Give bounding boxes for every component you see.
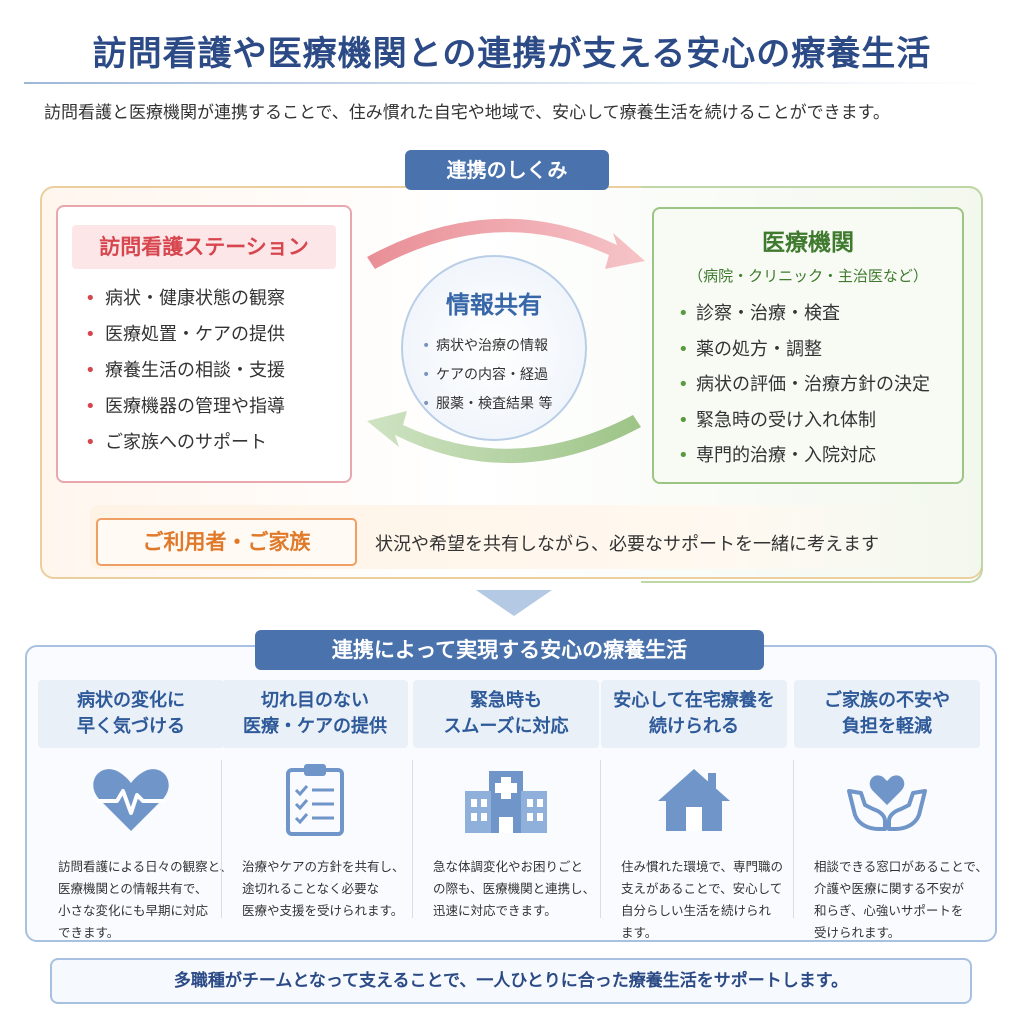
benefit-card: 病状の変化に 早く気づける 訪問看護による日々の観察と、 医療機関との情報共有で… — [38, 680, 232, 940]
card-title-line: 安心して在宅療養を — [613, 690, 775, 711]
arrow-to-medical-icon — [367, 218, 645, 269]
station-item: 療養生活の相談・支援 — [58, 353, 350, 389]
share-item: ケアの内容・経過 — [403, 361, 585, 390]
desc-line: 受けられます。 — [814, 925, 901, 940]
desc-line: 支えがあることで、安心して — [621, 881, 783, 896]
desc-line: 自分らしい生活を続けられ — [621, 903, 772, 918]
card-title-line: 医療・ケアの提供 — [243, 716, 387, 737]
station-box: 訪問看護ステーション 病状・健康状態の観察 医療処置・ケアの提供 療養生活の相談… — [56, 205, 352, 483]
card-title-line: ご家族の不安や — [824, 690, 950, 711]
desc-line: ます。 — [621, 925, 658, 940]
card-divider — [600, 760, 601, 918]
station-title: 訪問看護ステーション — [72, 225, 336, 269]
medical-title: 医療機関 — [762, 230, 854, 256]
card-title: 安心して在宅療養を 続けられる — [601, 680, 787, 748]
medical-item: 緊急時の受け入れ体制 — [654, 403, 962, 439]
card-title-line: 続けられる — [649, 716, 739, 737]
card-description: 住み慣れた環境で、専門職の 支えがあることで、安心して 自分らしい生活を続けられ… — [601, 856, 787, 944]
desc-line: 住み慣れた環境で、専門職の — [621, 859, 784, 874]
card-description: 急な体調変化やお困りごと の際も、医療機関と連携し、 迅速に対応できます。 — [413, 856, 599, 922]
benefit-card: 緊急時も スムーズに対応 急な体調変化やお困りごと の際も、医療機関と連携し、 … — [413, 680, 599, 928]
card-title: 病状の変化に 早く気づける — [38, 680, 224, 748]
desc-line: 途切れることなく必要な — [242, 881, 380, 896]
share-item: 服薬・検査結果 等 — [403, 390, 585, 419]
card-divider — [221, 760, 222, 918]
card-title-line: 緊急時も — [470, 690, 542, 711]
footer-message: 多職種がチームとなって支えることで、一人ひとりに合った療養生活をサポートします。 — [50, 958, 972, 1004]
card-title-line: 早く気づける — [77, 716, 185, 737]
card-divider — [793, 760, 794, 918]
benefit-card: 安心して在宅療養を 続けられる 住み慣れた環境で、専門職の 支えがあることで、安… — [601, 680, 787, 940]
hands-heart-icon — [847, 775, 927, 831]
page-title: 訪問看護や医療機関との連携が支える安心の療養生活 — [92, 34, 932, 74]
medical-item: 診察・治療・検査 — [654, 296, 962, 332]
desc-line: 医療機関との情報共有で、 — [58, 881, 208, 896]
medical-item: 専門的治療・入院対応 — [654, 438, 962, 474]
card-description: 相談できる窓口があることで、 介護や医療に関する不安が 和らぎ、心強いサポートを… — [794, 856, 988, 944]
card-title-line: 負担を軽減 — [842, 716, 932, 737]
medical-subtitle: （病院・クリニック・主治医など） — [688, 267, 928, 285]
benefit-card: ご家族の不安や 負担を軽減 相談できる窓口があることで、 介護や医療に関する不安… — [794, 680, 988, 940]
station-list: 病状・健康状態の観察 医療処置・ケアの提供 療養生活の相談・支援 医療機器の管理… — [58, 281, 350, 461]
medical-item: 薬の処方・調整 — [654, 332, 962, 368]
desc-line: 治療やケアの方針を共有し、 — [242, 859, 405, 874]
desc-line: 訪問看護による日々の観察と、 — [58, 859, 233, 874]
card-title: 切れ目のない 医療・ケアの提供 — [222, 680, 408, 748]
info-share-circle: 情報共有 病状や治療の情報 ケアの内容・経過 服薬・検査結果 等 — [401, 255, 587, 441]
house-icon — [658, 769, 730, 831]
station-item: 医療処置・ケアの提供 — [58, 317, 350, 353]
benefit-card: 切れ目のない 医療・ケアの提供 治療やケアの方針を共有し、 途切れることなく必要… — [222, 680, 408, 928]
intro-text: 訪問看護と医療機関が連携することで、住み慣れた自宅や地域で、安心して療養生活を続… — [44, 103, 890, 123]
desc-line: 和らぎ、心強いサポートを — [814, 903, 964, 918]
station-item: ご家族へのサポート — [58, 425, 350, 461]
card-title: ご家族の不安や 負担を軽減 — [794, 680, 980, 748]
checklist-icon — [286, 764, 344, 836]
desc-line: 小さな変化にも早期に対応 — [58, 903, 209, 918]
card-title-line: スムーズに対応 — [443, 716, 569, 737]
desc-line: 急な体調変化やお困りごと — [433, 859, 584, 874]
mechanism-heading: 連携のしくみ — [405, 150, 609, 190]
heart-pulse-icon — [93, 769, 169, 831]
desc-line: 迅速に対応できます。 — [433, 903, 557, 918]
card-title-line: 病状の変化に — [77, 690, 185, 711]
card-title: 緊急時も スムーズに対応 — [413, 680, 599, 748]
card-title-line: 切れ目のない — [261, 690, 369, 711]
down-arrow-icon — [476, 590, 552, 616]
desc-line: の際も、医療機関と連携し、 — [433, 881, 596, 896]
card-description: 訪問看護による日々の観察と、 医療機関との情報共有で、 小さな変化にも早期に対応… — [38, 856, 233, 944]
title-divider — [24, 82, 1000, 84]
hospital-icon — [465, 771, 547, 833]
arrow-to-station-icon — [367, 411, 641, 464]
card-description: 治療やケアの方針を共有し、 途切れることなく必要な 医療や支援を受けられます。 — [222, 856, 408, 922]
station-item: 病状・健康状態の観察 — [58, 281, 350, 317]
share-title: 情報共有 — [446, 291, 542, 319]
desc-line: 相談できる窓口があることで、 — [814, 859, 988, 874]
share-item: 病状や治療の情報 — [403, 332, 585, 361]
user-label: ご利用者・ご家族 — [96, 518, 357, 566]
cycle-arrows — [367, 218, 645, 464]
share-list: 病状や治療の情報 ケアの内容・経過 服薬・検査結果 等 — [403, 332, 585, 419]
medical-box: 医療機関 （病院・クリニック・主治医など） 診察・治療・検査 薬の処方・調整 病… — [652, 207, 964, 484]
medical-list: 診察・治療・検査 薬の処方・調整 病状の評価・治療方針の決定 緊急時の受け入れ体… — [654, 296, 962, 474]
station-item: 医療機器の管理や指導 — [58, 389, 350, 425]
desc-line: 介護や医療に関する不安が — [814, 881, 965, 896]
desc-line: できます。 — [58, 925, 120, 940]
card-divider — [412, 760, 413, 918]
benefits-heading: 連携によって実現する安心の療養生活 — [255, 630, 764, 670]
user-description: 状況や希望を共有しながら、必要なサポートを一緒に考えます — [375, 534, 879, 555]
medical-item: 病状の評価・治療方針の決定 — [654, 367, 962, 403]
desc-line: 医療や支援を受けられます。 — [242, 903, 404, 918]
